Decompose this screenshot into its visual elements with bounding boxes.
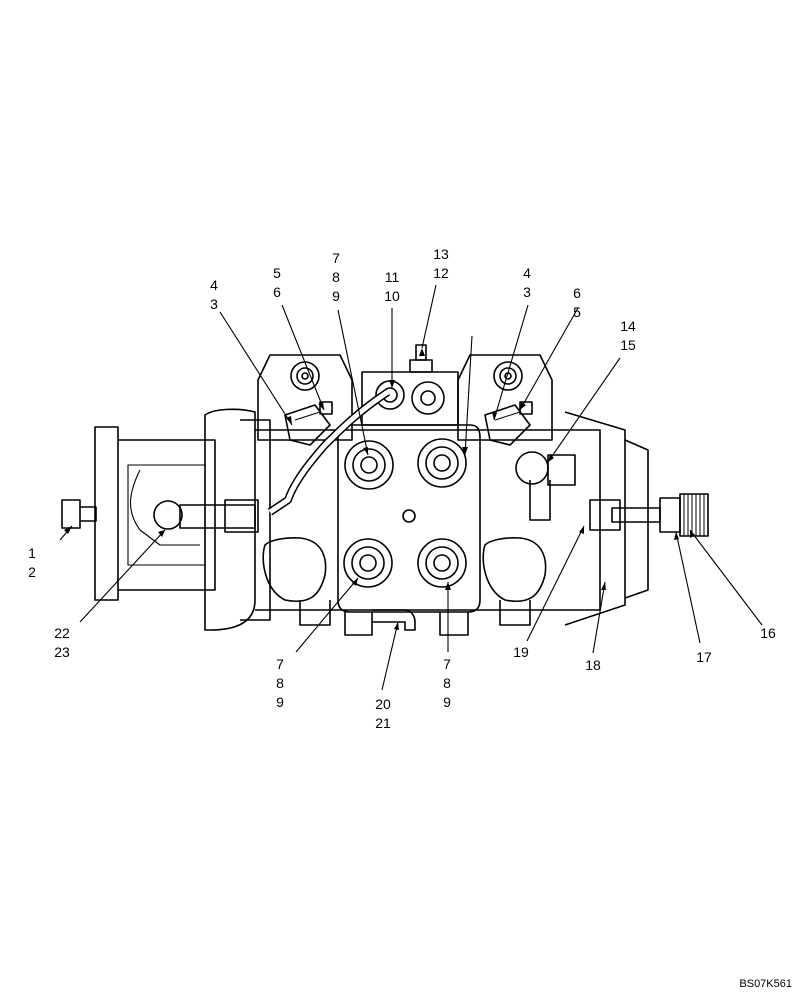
callout-text: 7	[276, 656, 284, 672]
callout-text: 3	[523, 284, 531, 300]
callout-20-21: 20 21	[363, 695, 403, 733]
callout-7-8-9-bottom-right: 7 8 9	[427, 655, 467, 712]
callout-text: 6	[573, 285, 581, 301]
callout-22-23: 22 23	[42, 624, 82, 662]
callout-text: 22	[54, 625, 70, 641]
manifold-plug-top-left	[344, 440, 394, 490]
callout-text: 18	[585, 657, 601, 673]
callout-text: 4	[523, 265, 531, 281]
callout-6-5-right: 6 5	[557, 284, 597, 322]
callout-text: 17	[696, 649, 712, 665]
callout-text: 21	[375, 715, 391, 731]
manifold-plug-top-right	[417, 438, 467, 488]
leader-lines	[59, 284, 763, 691]
callout-text: 2	[28, 564, 36, 580]
callout-text: 13	[433, 246, 449, 262]
callout-7-8-9-bottom-left: 7 8 9	[260, 655, 300, 712]
hydraulic-tube	[153, 388, 391, 533]
left-solenoid	[284, 401, 333, 446]
callout-text: 11	[384, 269, 400, 285]
center-top-block	[361, 344, 459, 426]
callout-text: 23	[54, 644, 70, 660]
callout-4-3-left: 4 3	[194, 276, 234, 314]
callout-18: 18	[573, 656, 613, 675]
callout-text: 9	[443, 694, 451, 710]
left-flange	[94, 426, 216, 601]
callout-7-8-9-top: 7 8 9	[316, 249, 356, 306]
callout-text: 19	[513, 644, 529, 660]
drawing-reference-code: BS07K561	[739, 978, 792, 990]
callout-17: 17	[684, 648, 724, 667]
callout-text: 16	[760, 625, 776, 641]
callout-text: 7	[443, 656, 451, 672]
callout-text: 8	[276, 675, 284, 691]
left-bolt	[61, 499, 97, 529]
callout-text: 10	[384, 288, 400, 304]
callout-14-15: 14 15	[608, 317, 648, 355]
callout-text: 7	[332, 250, 340, 266]
callout-1-2: 1 2	[12, 544, 52, 582]
callout-text: 4	[210, 277, 218, 293]
leader-arrowheads	[64, 348, 695, 630]
right-shaft-sensor	[611, 493, 709, 537]
callout-text: 14	[620, 318, 636, 334]
right-housing	[564, 411, 649, 626]
callout-13-12: 13 12	[421, 245, 461, 283]
callout-4-3-right: 4 3	[507, 264, 547, 302]
callout-19: 19	[501, 643, 541, 662]
callout-text: 3	[210, 296, 218, 312]
callout-text: 8	[332, 269, 340, 285]
callout-text: 15	[620, 337, 636, 353]
callout-text: 20	[375, 696, 391, 712]
right-valve-elbow	[515, 451, 576, 521]
callout-text: 8	[443, 675, 451, 691]
callout-5-6-left: 5 6	[257, 264, 297, 302]
callout-text: 6	[273, 284, 281, 300]
manifold-plug-bottom-left	[343, 538, 393, 588]
callout-16: 16	[748, 624, 788, 643]
bottom-feet	[344, 609, 469, 636]
callout-text: 9	[332, 288, 340, 304]
callout-text: 5	[573, 304, 581, 320]
callout-text: 1	[28, 545, 36, 561]
callout-11-10: 11 10	[372, 268, 412, 306]
manifold-plug-bottom-right	[417, 538, 467, 588]
main-housing	[204, 408, 601, 631]
callout-text: 5	[273, 265, 281, 281]
right-solenoid	[484, 401, 533, 446]
callout-text: 9	[276, 694, 284, 710]
top-right-cap	[457, 354, 553, 441]
callout-text: 12	[433, 265, 449, 281]
